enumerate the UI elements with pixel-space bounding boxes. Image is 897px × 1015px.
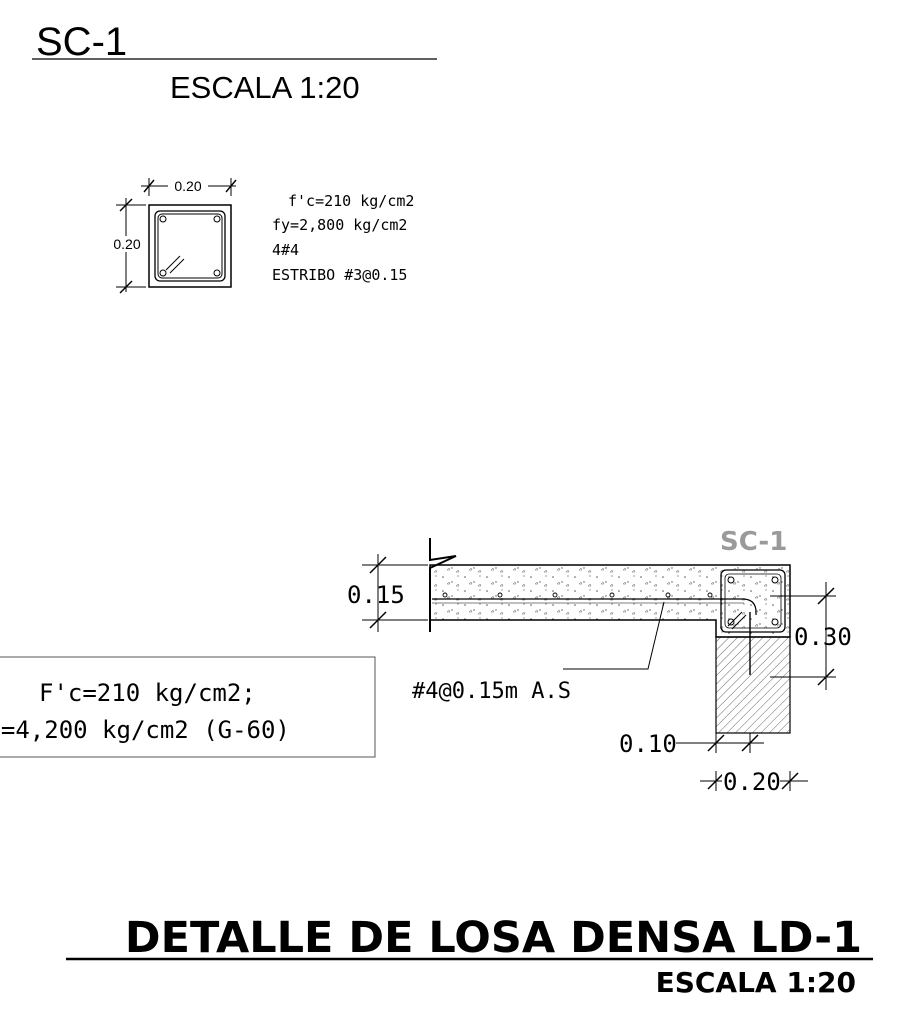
slab-bar-dots bbox=[442, 592, 713, 598]
column-specs: f'c=210 kg/cm2 fy=2,800 kg/cm2 4#4 ESTRI… bbox=[272, 192, 414, 284]
column-section-drawing bbox=[148, 204, 232, 288]
rebar bbox=[159, 269, 167, 277]
drawing-title: DETALLE DE LOSA DENSA LD-1 bbox=[125, 913, 862, 963]
beam-depth-label: 0.30 bbox=[794, 623, 852, 651]
slab-column-tag: SC-1 bbox=[720, 527, 787, 557]
break-line bbox=[429, 538, 457, 632]
column-width-label: 0.20 bbox=[174, 178, 201, 194]
drawing-scale: ESCALA 1:20 bbox=[656, 966, 856, 999]
beam-stirrup bbox=[720, 569, 786, 633]
slab-body bbox=[429, 564, 791, 638]
spec-stirrup: ESTRIBO #3@0.15 bbox=[272, 266, 407, 284]
support-wall bbox=[715, 636, 791, 734]
rebar bbox=[159, 215, 167, 223]
column-width-dimension: 0.20 bbox=[141, 177, 237, 196]
column-height-dimension: 0.20 bbox=[110, 198, 146, 294]
column-height-label: 0.20 bbox=[113, 236, 140, 252]
slab-thickness-label: 0.15 bbox=[347, 581, 405, 609]
column-detail-title: SC-1 bbox=[36, 20, 127, 64]
rebar bbox=[213, 215, 221, 223]
offset-label: 0.10 bbox=[619, 730, 677, 758]
column-section-detail: SC-1 ESCALA 1:20 0.20 bbox=[32, 20, 437, 294]
spec-concrete: f'c=210 kg/cm2 bbox=[288, 192, 414, 210]
material-note-concrete: F'c=210 kg/cm2; bbox=[39, 679, 256, 707]
rebar-leader bbox=[563, 601, 665, 670]
title-block: DETALLE DE LOSA DENSA LD-1 ESCALA 1:20 bbox=[66, 913, 873, 999]
material-note-steel: fy=4,200 kg/cm2 (G-60) bbox=[0, 716, 290, 744]
slab-section-detail: SC-1 bbox=[0, 527, 852, 796]
spec-bars: 4#4 bbox=[272, 241, 299, 259]
beam-depth-dimension: 0.30 bbox=[770, 582, 852, 690]
rebar bbox=[213, 269, 221, 277]
material-notes-box bbox=[0, 656, 376, 758]
wall-width-dimension: 0.20 bbox=[700, 768, 808, 796]
offset-dimension: 0.10 bbox=[619, 730, 764, 758]
slab-thickness-dimension: 0.15 bbox=[347, 554, 428, 632]
column-detail-scale: ESCALA 1:20 bbox=[170, 70, 360, 105]
wall-width-label: 0.20 bbox=[723, 768, 781, 796]
spec-steel: fy=2,800 kg/cm2 bbox=[272, 216, 407, 234]
rebar-label: #4@0.15m A.S bbox=[412, 679, 571, 704]
